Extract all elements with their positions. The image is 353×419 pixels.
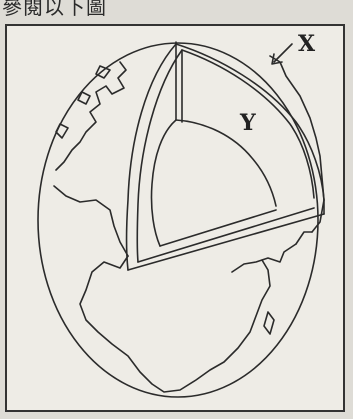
- coastline-east: [296, 232, 312, 244]
- coastline-madagascar: [264, 312, 274, 334]
- cut-bottom-outer: [128, 214, 324, 270]
- cut-bottom-inner: [138, 208, 314, 262]
- coastline-europe: [56, 62, 126, 170]
- coastline-arabia: [232, 244, 296, 272]
- label-x: X: [298, 31, 315, 57]
- label-y: Y: [240, 110, 256, 136]
- core-left-boundary: [151, 120, 176, 246]
- core-bottom-boundary: [160, 210, 276, 246]
- arrow-x-shaft: [274, 44, 292, 62]
- coastline-europe-islands: [56, 66, 110, 138]
- cut-left-outer: [127, 44, 177, 270]
- core-top-boundary: [176, 120, 276, 206]
- coastline-asia-right: [270, 56, 324, 232]
- coastline-africa: [80, 256, 270, 392]
- coastline-mediterranean: [54, 186, 128, 256]
